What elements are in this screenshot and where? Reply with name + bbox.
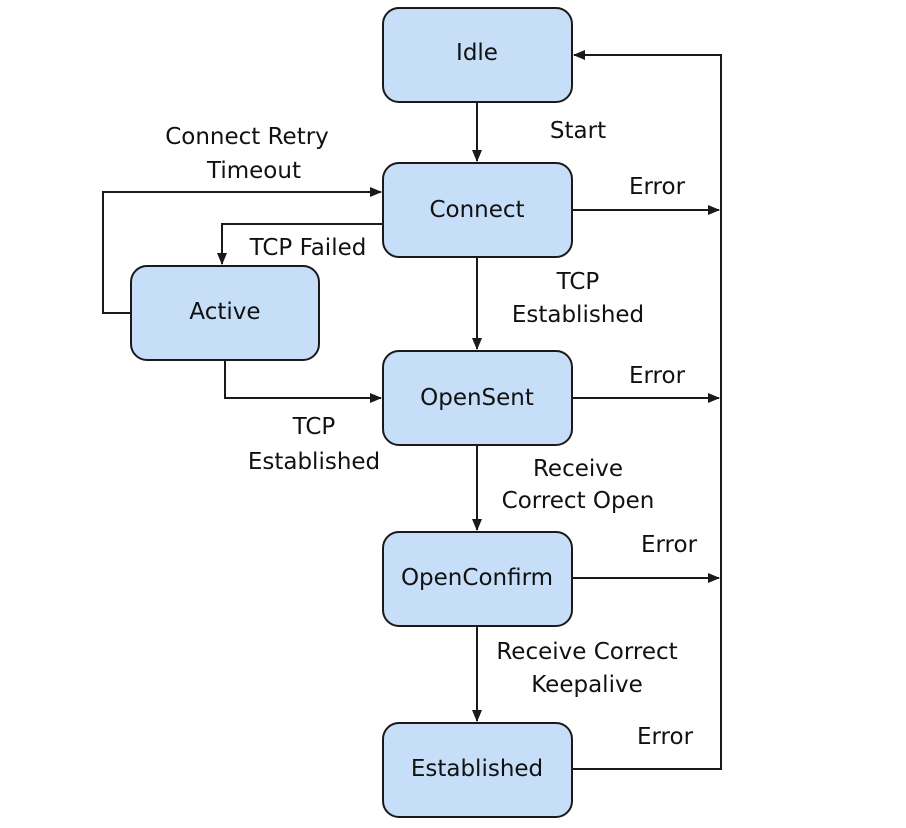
edge-connect-to-active bbox=[217, 223, 383, 265]
label-start: Start bbox=[550, 118, 606, 144]
label-receive-open-line2: Correct Open bbox=[502, 488, 655, 514]
label-tcp-established-connect-line1: TCP bbox=[556, 269, 600, 295]
state-established: Established bbox=[382, 722, 573, 818]
label-error-connect: Error bbox=[629, 174, 686, 200]
state-openconfirm-label: OpenConfirm bbox=[401, 565, 553, 591]
state-opensent-label: OpenSent bbox=[420, 385, 534, 411]
label-receive-keepalive-line2: Keepalive bbox=[531, 672, 642, 698]
state-idle-label: Idle bbox=[456, 40, 498, 66]
label-tcp-established-active-line1: TCP bbox=[292, 414, 336, 440]
state-established-label: Established bbox=[411, 756, 543, 782]
label-tcp-failed: TCP Failed bbox=[249, 235, 367, 261]
label-error-opensent: Error bbox=[629, 363, 686, 389]
label-tcp-established-active-line2: Established bbox=[248, 449, 380, 475]
state-connect: Connect bbox=[382, 162, 573, 258]
state-openconfirm: OpenConfirm bbox=[382, 531, 573, 627]
state-idle: Idle bbox=[382, 7, 573, 103]
edge-active-to-connect bbox=[102, 187, 382, 314]
edge-active-to-opensent bbox=[224, 360, 382, 403]
label-error-openconfirm: Error bbox=[641, 532, 698, 558]
state-connect-label: Connect bbox=[429, 197, 524, 223]
label-receive-keepalive-line1: Receive Correct bbox=[496, 639, 677, 665]
label-error-established: Error bbox=[637, 724, 694, 750]
label-connect-retry-line1: Connect Retry bbox=[165, 124, 329, 150]
label-connect-retry-line2: Timeout bbox=[206, 158, 301, 184]
error-return-line bbox=[572, 50, 722, 770]
label-tcp-established-connect-line2: Established bbox=[512, 302, 644, 328]
state-active: Active bbox=[130, 265, 320, 361]
state-opensent: OpenSent bbox=[382, 350, 573, 446]
label-receive-open-line1: Receive bbox=[533, 456, 623, 482]
state-active-label: Active bbox=[189, 299, 260, 325]
